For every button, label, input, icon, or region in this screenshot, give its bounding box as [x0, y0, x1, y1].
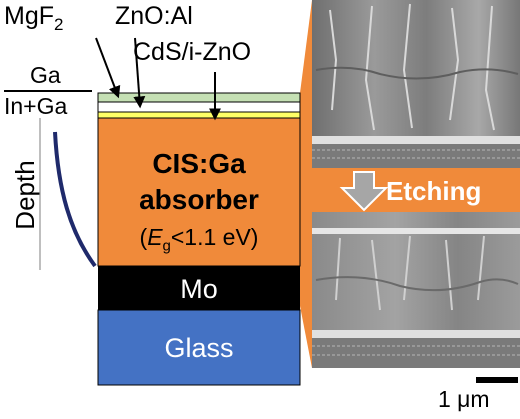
- absorber-subtitle: absorber: [139, 184, 259, 215]
- zno-al-pointer-arrow-icon: [133, 37, 146, 109]
- sem-image-after-etching: [312, 212, 520, 368]
- zno-al-label: ZnO:Al: [115, 2, 193, 30]
- absorber-layer: [97, 117, 301, 267]
- scale-bar-label: 1 μm: [438, 386, 490, 412]
- glass-layer: [97, 309, 301, 386]
- cds-izno-layer: [97, 111, 301, 119]
- cds-izno-label: CdS/i-ZnO: [133, 38, 252, 66]
- bandgap-label: (Eg<1.1 eV): [139, 224, 259, 255]
- depth-profile-curve: [53, 131, 97, 268]
- down-arrow-icon: [339, 171, 389, 212]
- mgf2-layer: [97, 92, 301, 103]
- scale-bar-line: [476, 377, 518, 383]
- depth-axis-label: Depth: [10, 160, 40, 230]
- mgf2-label: MgF2: [4, 2, 64, 34]
- mo-label: Mo: [180, 274, 218, 304]
- absorber-title: CIS:Ga: [152, 148, 246, 179]
- ga-numerator-label: Ga: [30, 62, 61, 88]
- sem-image-before-etching: [312, 0, 520, 168]
- mgf2-pointer-arrow-icon: [95, 37, 121, 99]
- zno-al-layer: [97, 101, 301, 113]
- etching-label: Etching: [386, 176, 482, 206]
- mo-layer: [98, 266, 300, 310]
- glass-label: Glass: [164, 333, 234, 363]
- ga-denominator-label: In+Ga: [4, 93, 68, 119]
